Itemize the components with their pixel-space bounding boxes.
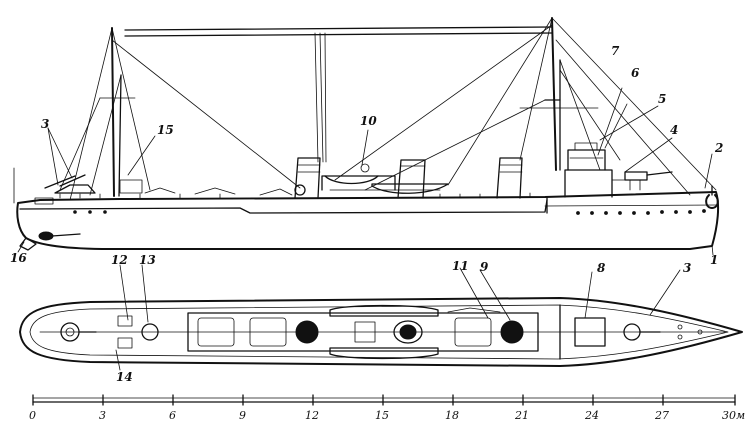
funnels — [294, 157, 523, 199]
forward-gun — [624, 171, 673, 191]
callout-3-plan: 3 — [683, 261, 691, 275]
callout-11: 11 — [452, 259, 469, 273]
deck-railings — [59, 192, 531, 199]
callout-labels: 1 2 3 3 4 5 6 7 8 9 10 11 12 13 14 15 16 — [10, 44, 723, 384]
callout-10: 10 — [360, 114, 377, 128]
scale-labels: 0 3 6 9 12 15 18 21 24 27 30м — [29, 409, 745, 422]
callout-6: 6 — [631, 66, 640, 80]
scale-tick-30: 30м — [722, 409, 745, 422]
callout-15: 15 — [157, 123, 174, 137]
side-view — [13, 17, 720, 256]
callout-3-side: 3 — [41, 117, 49, 131]
scale-tick-18: 18 — [445, 409, 459, 422]
scale-tick-3: 3 — [99, 409, 106, 422]
scale-tick-12: 12 — [305, 409, 319, 422]
callout-16: 16 — [10, 251, 27, 265]
scale-tick-6: 6 — [169, 409, 176, 422]
scale-tick-21: 21 — [514, 409, 529, 422]
plan-view — [19, 264, 743, 371]
callout-14: 14 — [116, 370, 133, 384]
propeller-and-rudder — [13, 167, 81, 251]
forward-superstructure — [564, 142, 641, 198]
callout-12: 12 — [111, 253, 128, 267]
wireless-aerial — [124, 26, 553, 163]
side-deck-line — [19, 199, 548, 214]
plan-hull — [19, 297, 743, 367]
callout-8: 8 — [597, 261, 606, 275]
callout-2: 2 — [714, 141, 723, 155]
scale-tick-0: 0 — [29, 409, 36, 422]
callout-9: 9 — [480, 260, 489, 274]
masts — [99, 17, 599, 197]
rigging — [59, 17, 717, 201]
plan-midship — [187, 304, 539, 360]
callout-5: 5 — [658, 92, 666, 106]
plan-forecastle — [559, 304, 703, 360]
portholes — [73, 209, 706, 215]
scale-bar — [32, 394, 736, 406]
plan-aft-fittings — [60, 315, 159, 349]
plan-leaders — [115, 264, 681, 371]
callout-13: 13 — [139, 253, 156, 267]
callout-4: 4 — [670, 123, 678, 137]
aft-guns — [34, 174, 306, 205]
bow-anchor — [705, 185, 719, 209]
midship-boats — [321, 163, 449, 194]
side-hull — [16, 191, 720, 250]
scale-tick-9: 9 — [239, 409, 246, 422]
callout-1: 1 — [710, 253, 718, 267]
side-leaders — [17, 87, 714, 256]
scale-tick-24: 24 — [584, 409, 599, 422]
scale-tick-27: 27 — [654, 409, 669, 422]
callout-7: 7 — [611, 44, 620, 58]
scale-tick-15: 15 — [375, 409, 389, 422]
